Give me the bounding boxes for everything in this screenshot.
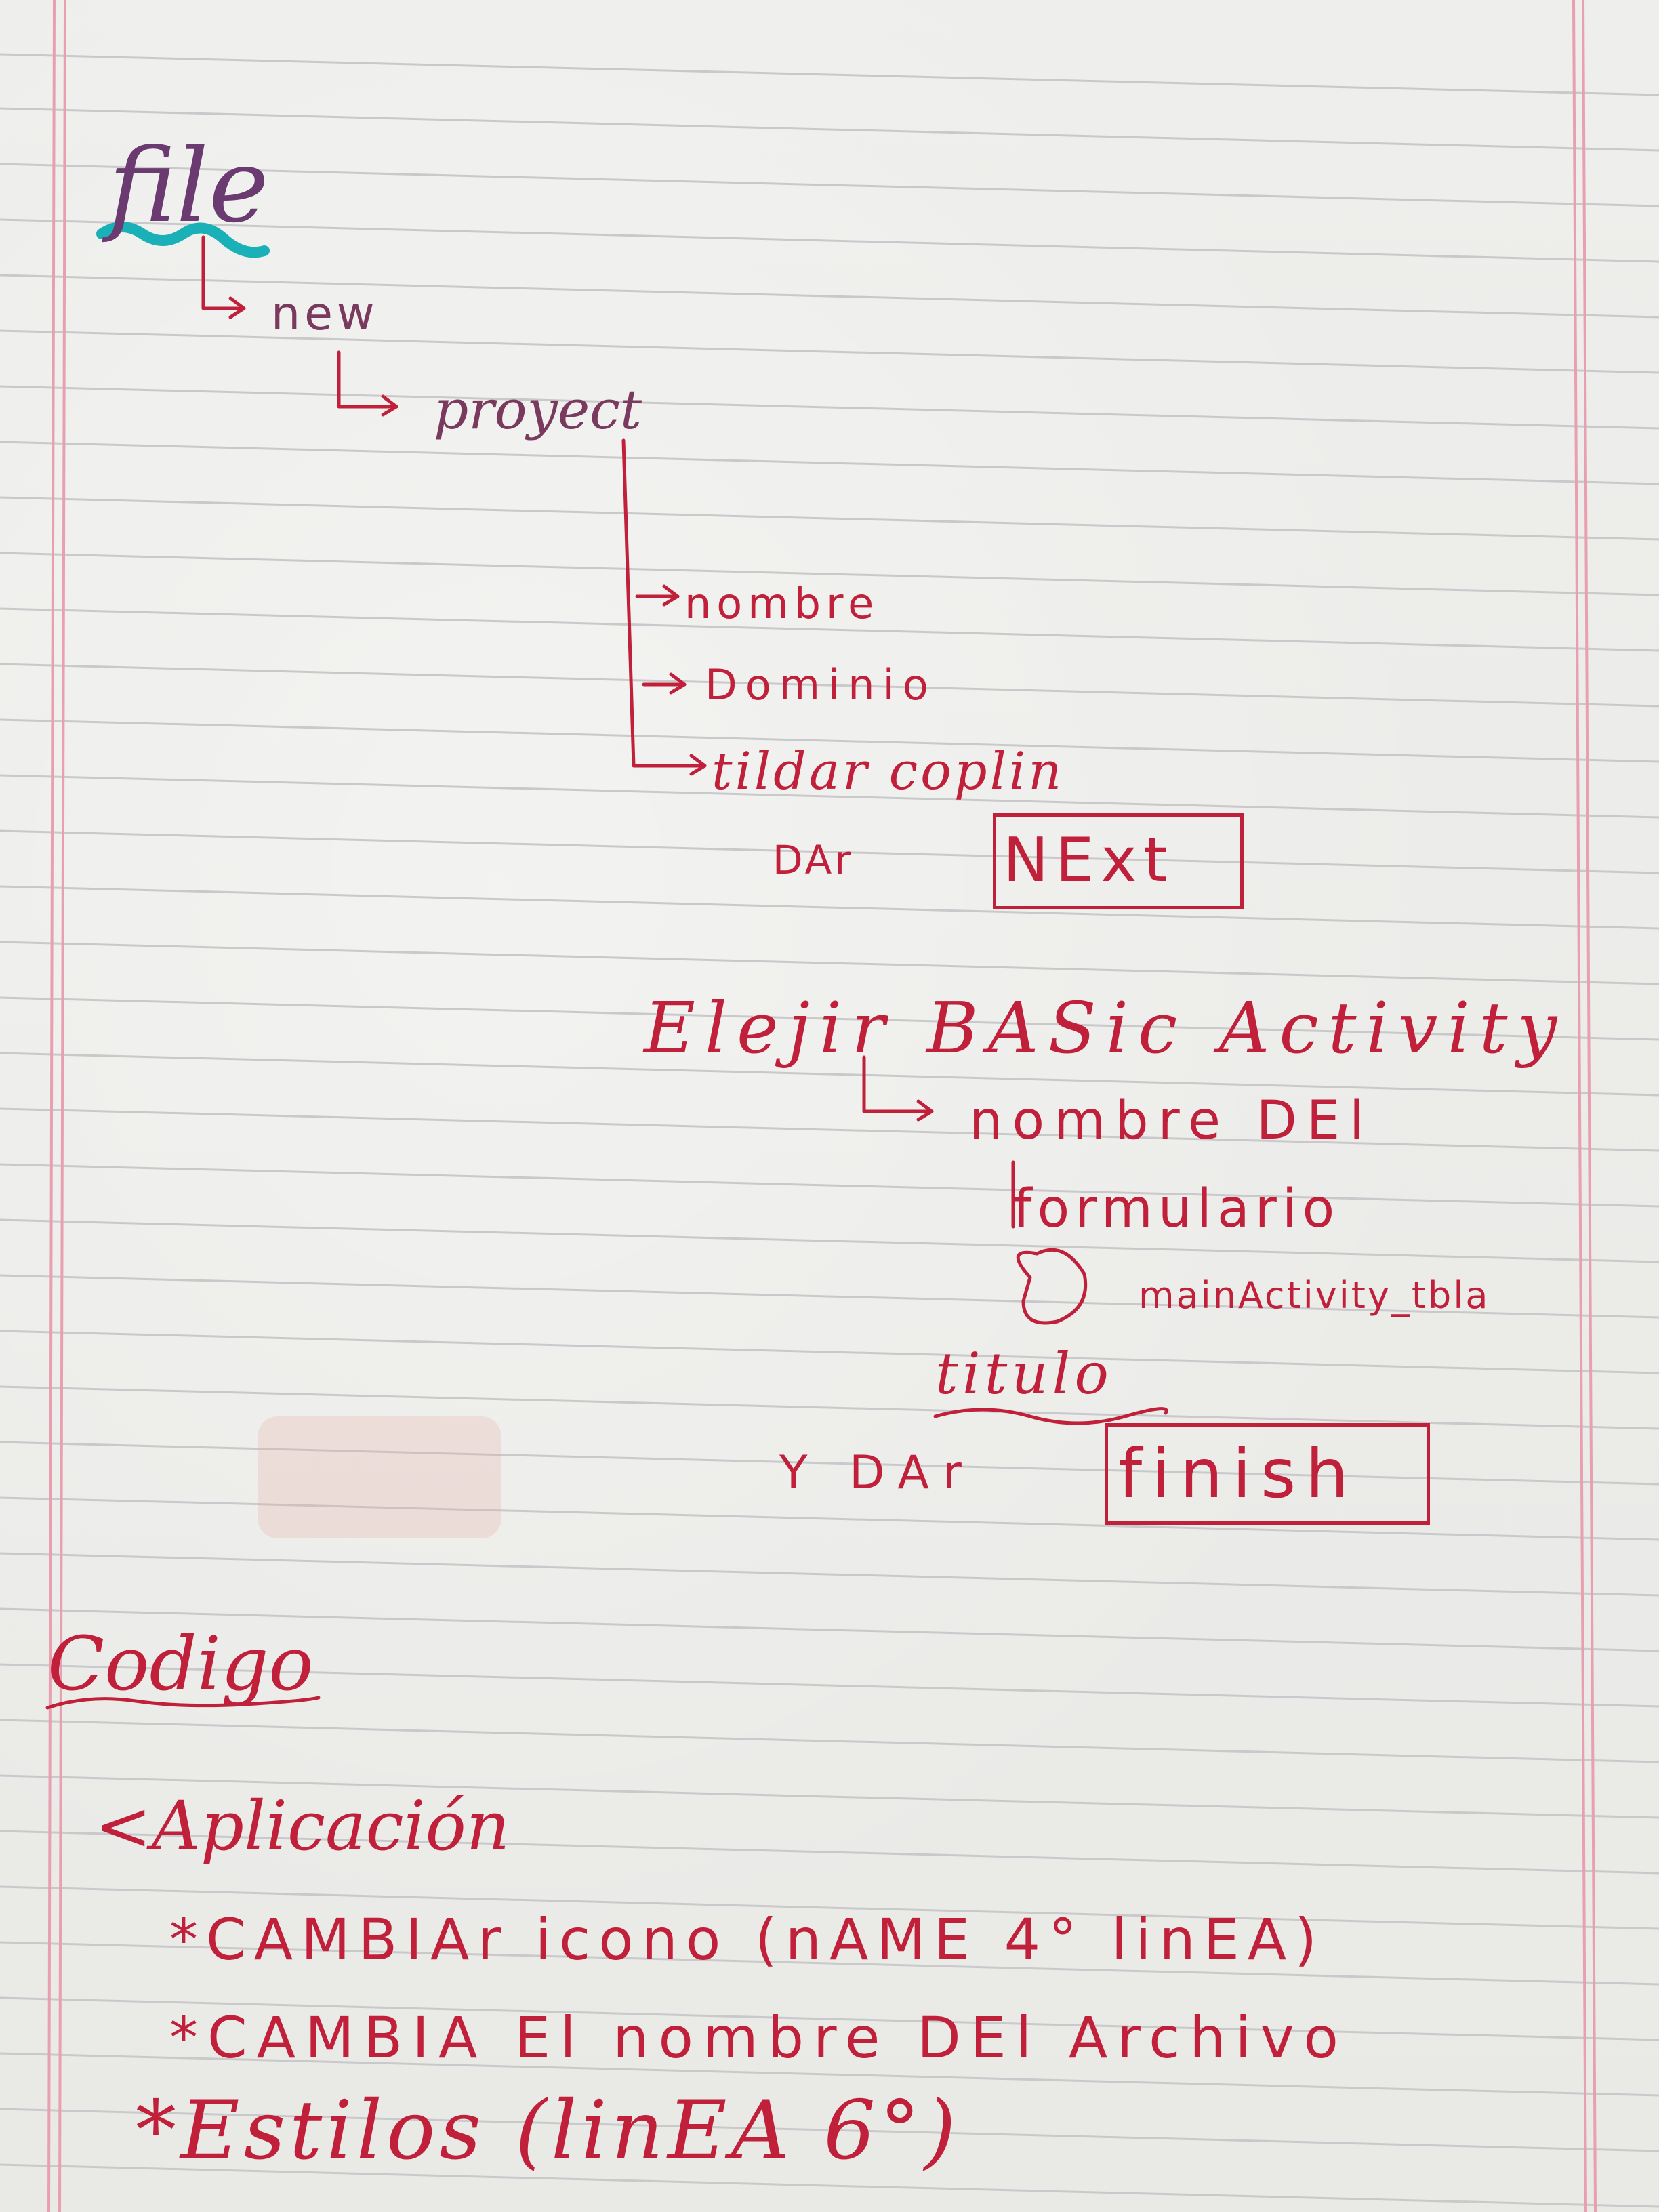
note-tildar: tildar coplin: [712, 741, 1065, 801]
note-titulo: titulo: [935, 1340, 1113, 1407]
note-item-1: *CAMBIAr icono (nAME 4° linEA): [169, 1906, 1326, 1973]
note-y-dar: Y DAr: [779, 1446, 975, 1500]
note-elegir: Elejir BASic Activity: [644, 987, 1567, 1069]
note-file: file: [108, 127, 269, 245]
note-main-activity: mainActivity_tbla: [1139, 1274, 1490, 1317]
paper-stain: [258, 1416, 501, 1538]
note-new: new: [271, 287, 379, 341]
note-next: NExt: [1003, 825, 1174, 896]
note-dar: DAr: [773, 837, 854, 883]
note-nombre: nombre: [684, 579, 880, 628]
next-box: [993, 813, 1244, 909]
note-aplicacion: <Aplicación: [95, 1786, 510, 1866]
note-proyect: proyect: [434, 378, 642, 441]
note-item-2: *CAMBIA El nombre DEl Archivo: [169, 2005, 1348, 2071]
note-codigo: Codigo: [47, 1620, 314, 1707]
note-formulario: formulario: [1013, 1179, 1340, 1240]
highlight-mark: [96, 222, 270, 258]
note-finish: finish: [1118, 1434, 1358, 1513]
note-item-3: *Estilos (linEA 6°): [136, 2084, 960, 2178]
finish-box: [1105, 1423, 1430, 1525]
note-dominio: Dominio: [705, 660, 937, 710]
note-nombre-del: nombre DEl: [969, 1090, 1374, 1151]
